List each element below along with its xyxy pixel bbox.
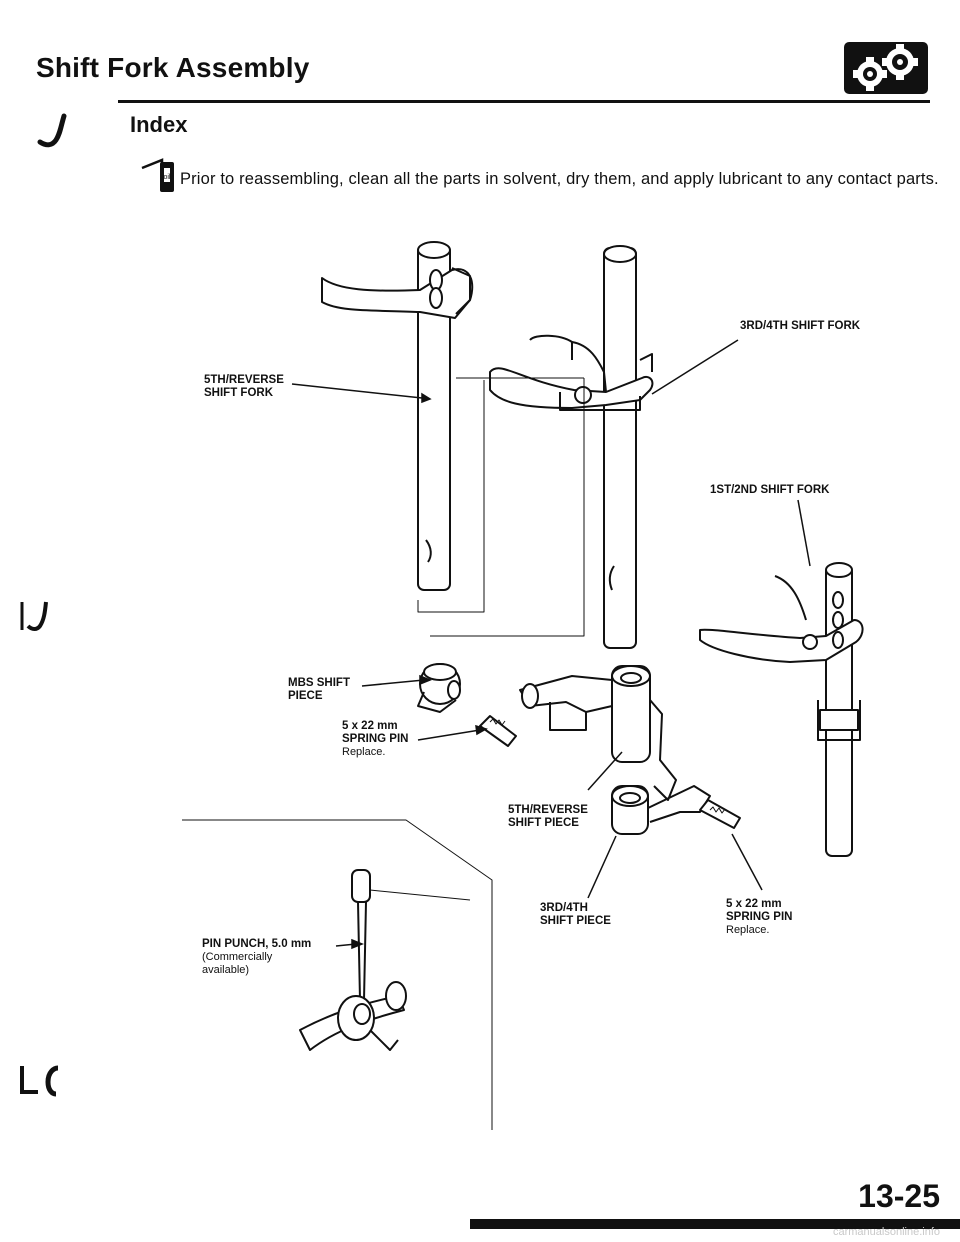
label-3rd-4th-shift-fork: 3RD/4TH SHIFT FORK (740, 320, 861, 332)
label-spring-pin-b: 5 x 22 mm SPRING PIN Replace. (726, 898, 793, 936)
spring-pin-a (479, 715, 517, 747)
section-marker (30, 112, 70, 152)
lubrication-note: Prior to reassembling, clean all the par… (180, 170, 939, 188)
lubricant-oil-icon: oil (140, 156, 178, 194)
label-5th-reverse-shift-fork: 5TH/REVERSE SHIFT FORK (204, 374, 284, 399)
label-3rd-4th-shift-piece: 3RD/4TH SHIFT PIECE (540, 902, 611, 927)
mbs-shift-piece (417, 663, 461, 713)
transmission-gear-icon (842, 40, 930, 96)
fifth-reverse-shift-fork (321, 241, 485, 613)
header-rule (118, 100, 930, 103)
first-second-shift-fork (699, 562, 864, 857)
leader-lines (291, 339, 811, 950)
footer-rule (470, 1219, 960, 1229)
pin-punch-inset (182, 819, 493, 1130)
watermark: carmanualsonline.info (832, 1226, 940, 1238)
page-title: Shift Fork Assembly (36, 52, 310, 83)
page-number: 13-25 (858, 1178, 940, 1214)
label-5th-reverse-shift-piece: 5TH/REVERSE SHIFT PIECE (508, 804, 588, 829)
margin-mark (18, 1060, 64, 1100)
label-pin-punch: PIN PUNCH, 5.0 mm (Commercially availabl… (202, 938, 312, 976)
third-fourth-shift-fork (430, 245, 654, 649)
label-mbs-shift-piece: MBS SHIFT PIECE (288, 677, 350, 702)
spring-pin-b (699, 799, 741, 829)
section-heading: Index (130, 112, 188, 137)
fifth-reverse-shift-piece (519, 665, 677, 801)
label-spring-pin-a: 5 x 22 mm SPRING PIN Replace. (342, 720, 409, 758)
svg-text:oil: oil (163, 174, 170, 181)
margin-mark (18, 596, 54, 636)
label-1st-2nd-shift-fork: 1ST/2ND SHIFT FORK (710, 484, 830, 496)
